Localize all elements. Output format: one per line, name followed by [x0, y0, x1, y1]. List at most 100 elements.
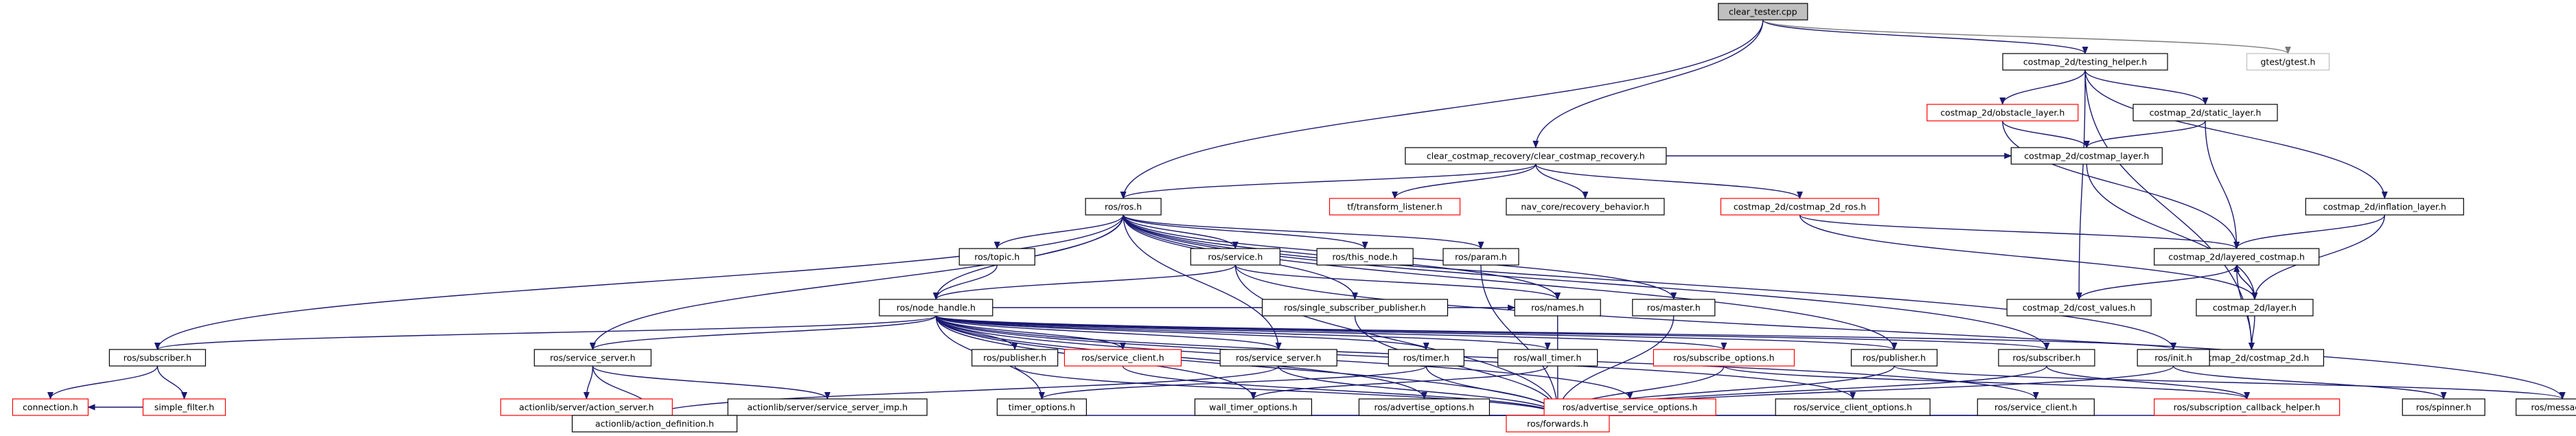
edge-ros_service_server_left-to-actionlib_service_server_imp: [592, 365, 831, 400]
node-box: [971, 349, 1059, 367]
node-costmap-2d-obstacle-layer[interactable]: costmap_2d/obstacle_layer.h: [1927, 104, 2079, 122]
node-costmap-2d-costmap-layer[interactable]: costmap_2d/costmap_layer.h: [2010, 147, 2163, 165]
node-label: ros/service_server.h: [1236, 353, 1322, 363]
edge-ros_service-to-ros_names: [1234, 264, 1561, 301]
node-box: [1543, 398, 1716, 416]
node-ros-advertise-options[interactable]: ros/advertise_options.h: [1358, 398, 1491, 416]
node-box: [1316, 248, 1414, 266]
node-wall-timer-options[interactable]: wall_timer_options.h: [1194, 398, 1313, 416]
node-actionlib-action-definition[interactable]: actionlib/action_definition.h: [571, 415, 738, 433]
node-ros-param[interactable]: ros/param.h: [1442, 248, 1519, 266]
node-box: [2132, 104, 2278, 122]
node-box: [1514, 299, 1601, 317]
node-ros-timer[interactable]: ros/timer.h: [1388, 349, 1464, 367]
node-ros-service-server-mid[interactable]: ros/service_server.h: [1219, 349, 1337, 367]
node-ros-subscribe-options[interactable]: ros/subscribe_options.h: [1653, 349, 1795, 367]
node-label: ros/advertise_options.h: [1375, 402, 1475, 413]
edge-ros_service-to-ros_node_handle: [933, 264, 1236, 301]
node-ros-spinner[interactable]: ros/spinner.h: [2402, 398, 2485, 416]
node-ros-master[interactable]: ros/master.h: [1632, 299, 1716, 317]
node-box: [1775, 398, 1931, 416]
edge-ros_node_handle-to-ros_service_client_h: [935, 315, 2039, 400]
node-box: [1194, 398, 1313, 416]
edge-ros_param-to-ros_forwards: [1480, 264, 1561, 417]
node-costmap-2d-layered-costmap[interactable]: costmap_2d/layered_costmap.h: [2154, 248, 2320, 266]
edge-costmap_2d_inflation_layer-to-costmap_2d_layered_costmap: [2233, 214, 2385, 250]
node-connection[interactable]: connection.h: [12, 398, 89, 416]
edge-ros_subscriber_left-to-connection: [47, 365, 159, 400]
node-ros-subscriber-right[interactable]: ros/subscriber.h: [1998, 349, 2095, 367]
node-nav-core-recovery-behavior[interactable]: nav_core/recovery_behavior.h: [1506, 198, 1665, 216]
node-ros-service-client-h[interactable]: ros/service_client.h: [1977, 398, 2095, 416]
node-clear-costmap-recovery[interactable]: clear_costmap_recovery/clear_costmap_rec…: [1405, 147, 1667, 165]
node-ros-advertise-service-options[interactable]: ros/advertise_service_options.h: [1543, 398, 1716, 416]
node-ros-publisher-left[interactable]: ros/publisher.h: [971, 349, 1059, 367]
edge-costmap_2d_testing_helper-to-costmap_2d_obstacle_layer: [1999, 69, 2086, 106]
edge-costmap_2d_testing_helper-to-costmap_2d_static_layer: [2084, 69, 2209, 106]
node-box: [12, 398, 89, 416]
edge-ros_service_client-to-ros_forwards: [1122, 365, 1561, 417]
node-label: costmap_2d/inflation_layer.h: [2323, 202, 2446, 212]
node-ros-init[interactable]: ros/init.h: [2137, 349, 2210, 367]
node-box: [2196, 299, 2314, 317]
edge-clear_tester_cpp-to-costmap_2d_testing_helper: [1762, 19, 2089, 55]
node-costmap-2d-layer[interactable]: costmap_2d/layer.h: [2196, 299, 2314, 317]
node-label: ros/master.h: [1647, 303, 1701, 313]
node-ros-this-node[interactable]: ros/this_node.h: [1316, 248, 1414, 266]
edge-costmap_2d_testing_helper-to-costmap_2d_cost_values: [2075, 69, 2086, 301]
node-actionlib-action-server[interactable]: actionlib/server/action_server.h: [500, 398, 673, 416]
node-ros-names[interactable]: ros/names.h: [1514, 299, 1601, 317]
node-costmap-2d-testing-helper[interactable]: costmap_2d/testing_helper.h: [2002, 53, 2168, 71]
node-tf-transform-listener[interactable]: tf/transform_listener.h: [1329, 198, 1461, 216]
node-label: ros/service_client.h: [1081, 353, 1164, 363]
node-ros-forwards[interactable]: ros/forwards.h: [1506, 415, 1610, 433]
node-ros-subscription-callback-helper[interactable]: ros/subscription_callback_helper.h: [2154, 398, 2341, 416]
node-box: [2402, 398, 2485, 416]
node-label: ros/subscription_callback_helper.h: [2174, 402, 2321, 413]
node-box: [1506, 198, 1665, 216]
node-label: costmap_2d/obstacle_layer.h: [1940, 108, 2065, 118]
node-ros-node-handle[interactable]: ros/node_handle.h: [879, 299, 993, 317]
node-box: [1632, 299, 1716, 317]
node-costmap-2d-cost-values[interactable]: costmap_2d/cost_values.h: [2006, 299, 2152, 317]
node-box: [1405, 147, 1667, 165]
node-ros-topic[interactable]: ros/topic.h: [958, 248, 1035, 266]
node-label: costmap_2d/cost_values.h: [2023, 303, 2136, 313]
node-ros-service-client-options[interactable]: ros/service_client_options.h: [1775, 398, 1931, 416]
node-costmap-2d-static-layer[interactable]: costmap_2d/static_layer.h: [2132, 104, 2278, 122]
node-label: ros/single_subscriber_publisher.h: [1284, 303, 1426, 313]
edge-ros_service_server_mid-to-ros_forwards: [1278, 365, 1561, 417]
node-ros-message[interactable]: ros/message.h: [2516, 398, 2576, 416]
node-ros-service-client[interactable]: ros/service_client.h: [1063, 349, 1182, 367]
node-clear-tester-cpp[interactable]: clear_tester.cpp: [1718, 3, 1808, 21]
edge-ros_service_server_mid-to-actionlib_action_definition: [652, 365, 1279, 417]
node-ros-service[interactable]: ros/service.h: [1190, 248, 1280, 266]
node-ros-subscriber-left[interactable]: ros/subscriber.h: [108, 349, 206, 367]
node-ros-wall-timer[interactable]: ros/wall_timer.h: [1497, 349, 1598, 367]
node-ros-publisher-right[interactable]: ros/publisher.h: [1850, 349, 1938, 367]
node-costmap-2d-costmap-2d-ros[interactable]: costmap_2d/costmap_2d_ros.h: [1720, 198, 1880, 216]
node-box: [142, 398, 226, 416]
node-timer-options[interactable]: timer_options.h: [996, 398, 1087, 416]
node-label: ros/node_handle.h: [897, 303, 976, 313]
node-box: [1085, 198, 1162, 216]
node-label: ros/param.h: [1455, 252, 1507, 262]
node-box: [533, 349, 652, 367]
node-label: clear_costmap_recovery/clear_costmap_rec…: [1427, 151, 1645, 161]
node-ros-ros[interactable]: ros/ros.h: [1085, 198, 1162, 216]
edge-clear_tester_cpp-to-clear_costmap_recovery: [1532, 19, 1764, 149]
node-actionlib-service-server-imp[interactable]: actionlib/server/service_server_imp.h: [727, 398, 928, 416]
node-box: [500, 398, 673, 416]
edge-ros_node_handle-to-ros_publisher_right: [935, 315, 1897, 351]
node-box: [1329, 198, 1461, 216]
node-label: timer_options.h: [1009, 402, 1076, 413]
node-gtest[interactable]: gtest/gtest.h: [2246, 53, 2330, 71]
node-label: ros/topic.h: [974, 252, 1020, 262]
node-label: gtest/gtest.h: [2260, 57, 2315, 67]
node-costmap-2d-inflation-layer[interactable]: costmap_2d/inflation_layer.h: [2305, 198, 2464, 216]
node-simple-filter[interactable]: simple_filter.h: [142, 398, 226, 416]
node-ros-single-subscriber-publisher[interactable]: ros/single_subscriber_publisher.h: [1261, 299, 1449, 317]
node-ros-service-server-left[interactable]: ros/service_server.h: [533, 349, 652, 367]
node-box: [1850, 349, 1938, 367]
